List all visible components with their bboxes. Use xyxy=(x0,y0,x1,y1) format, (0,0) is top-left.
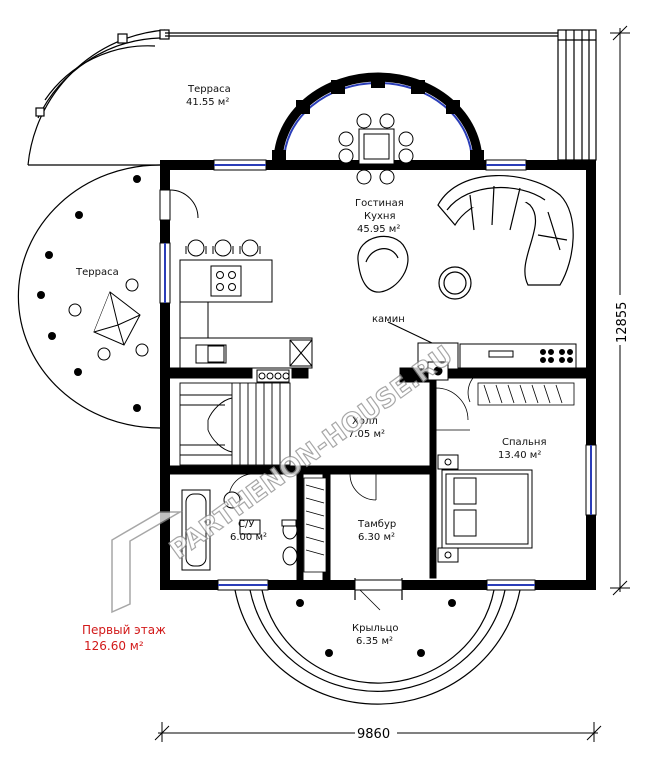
wardrobe-bedroom xyxy=(477,382,575,406)
room-labels: Терраса 41.55 м² Терраса Гостиная Кухня … xyxy=(75,84,547,653)
bedroom-name: Спальня xyxy=(502,437,547,448)
vestibule-area: 6.30 м² xyxy=(358,532,395,543)
terrace-table xyxy=(68,278,149,361)
bay-window xyxy=(272,72,484,164)
bath-area: 6.00 м² xyxy=(230,532,267,543)
bath-name: С/У xyxy=(238,519,254,530)
side-door xyxy=(159,189,199,221)
sofa xyxy=(437,175,574,300)
staircase xyxy=(179,382,291,466)
vestibule-name: Тамбур xyxy=(357,519,396,530)
width-dimension: 9860 xyxy=(357,727,390,742)
hall-name: Холл xyxy=(352,416,378,427)
porch-area: 6.35 м² xyxy=(356,636,393,647)
terrace-top-area: 41.55 м² xyxy=(186,97,229,108)
fireplace-label: камин xyxy=(372,314,405,325)
wardrobe-vestibule xyxy=(303,477,327,573)
top-terrace-arcs xyxy=(27,29,597,166)
living-area: 45.95 м² xyxy=(357,224,400,235)
height-label-bg xyxy=(612,295,630,345)
fireplace xyxy=(387,321,577,381)
height-dimension: 12855 xyxy=(615,302,630,343)
living-name: Гостиная xyxy=(355,198,404,209)
floor-title: Первый этаж xyxy=(82,623,166,637)
bed xyxy=(437,454,533,563)
porch-name: Крыльцо xyxy=(352,623,399,634)
bathroom-fixtures xyxy=(181,489,298,571)
dining-table xyxy=(338,113,414,185)
armchair xyxy=(357,235,409,293)
terrace-left-name: Терраса xyxy=(75,267,119,278)
kitchen xyxy=(179,239,313,383)
interior-walls xyxy=(169,367,587,581)
windows xyxy=(159,159,597,591)
left-terrace xyxy=(17,164,161,429)
kitchen-name: Кухня xyxy=(364,211,396,222)
floor-area: 126.60 м² xyxy=(84,639,144,653)
bedroom-area: 13.40 м² xyxy=(498,450,541,461)
width-label-bg xyxy=(355,724,397,742)
terrace-top-name: Терраса xyxy=(187,84,231,95)
hall-area: 7.05 м² xyxy=(348,429,385,440)
